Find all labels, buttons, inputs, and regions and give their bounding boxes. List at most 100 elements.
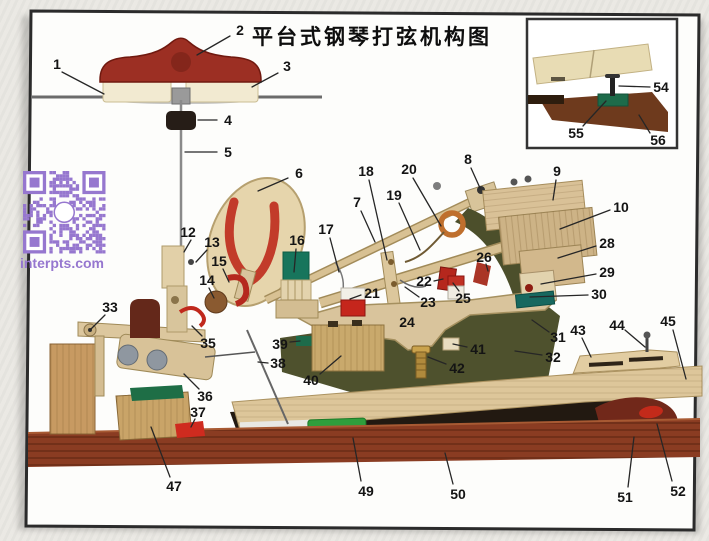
qr-module	[95, 240, 99, 244]
qr-module	[62, 223, 66, 228]
callout-20: 20	[401, 161, 417, 177]
qr-module	[92, 204, 96, 208]
qr-module	[75, 207, 80, 211]
leader-line-50	[444, 452, 454, 485]
callout-19: 19	[386, 187, 402, 203]
block-screw-1	[510, 178, 518, 186]
qr-module	[89, 213, 93, 218]
left-assembly	[49, 245, 289, 441]
qr-module	[49, 220, 53, 224]
leader-line-30	[529, 294, 589, 298]
qr-module	[65, 184, 70, 188]
qr-module	[65, 240, 70, 244]
qr-module	[79, 237, 83, 241]
qr-module	[98, 243, 103, 247]
leader-line-17	[329, 237, 340, 273]
qr-module	[85, 213, 89, 218]
qr-module	[56, 240, 60, 244]
qr-module	[102, 223, 106, 228]
leader-line-1	[61, 71, 105, 95]
qr-module	[95, 220, 99, 224]
qr-module	[82, 240, 86, 244]
qr-module	[75, 217, 80, 221]
qr-module	[69, 237, 73, 241]
callout-4: 4	[224, 112, 232, 128]
red-punching-52	[639, 405, 663, 419]
inset-key-notch	[551, 77, 565, 81]
qr-logo	[53, 201, 75, 223]
qr-module	[49, 184, 53, 188]
callout-32: 32	[545, 349, 561, 365]
spring-wire	[404, 231, 445, 263]
qr-module	[29, 213, 33, 218]
inset-pin-cap	[605, 74, 620, 78]
callout-5: 5	[224, 144, 232, 160]
qr-module	[36, 213, 40, 218]
qr-module	[92, 207, 96, 211]
callout-21: 21	[364, 285, 380, 301]
key-grain	[232, 366, 702, 430]
qr-module	[39, 217, 43, 221]
qr-module	[59, 246, 63, 251]
block-screw-2	[524, 175, 532, 183]
qr-module	[72, 187, 76, 191]
qr-module	[23, 223, 27, 228]
qr-module	[65, 177, 70, 181]
qr-module	[52, 200, 56, 204]
qr-module	[49, 190, 53, 195]
leader-line-45	[672, 329, 687, 380]
balance-pin-head	[643, 331, 651, 339]
qr-module	[72, 200, 76, 204]
callout-28: 28	[599, 235, 615, 251]
qr-module	[98, 207, 103, 211]
qr-module	[85, 246, 89, 251]
qr-module	[65, 180, 70, 185]
leader-line-19	[398, 202, 421, 251]
inset-detail-box	[525, 17, 679, 150]
qr-module	[72, 194, 76, 198]
lead-weight-1	[117, 344, 139, 366]
qr-module	[79, 240, 83, 244]
qr-module	[59, 184, 63, 188]
qr-module	[56, 190, 60, 195]
red-felt-37	[175, 421, 205, 438]
qr-module	[92, 240, 96, 244]
rail-hook	[433, 182, 441, 190]
maroon-block	[130, 299, 160, 338]
qr-module	[89, 200, 93, 204]
qr-module	[82, 217, 86, 221]
jack-pivot-top	[388, 259, 394, 265]
leader-line-10	[559, 209, 611, 230]
qr-module	[52, 171, 56, 175]
ribbed-base	[280, 279, 312, 303]
leader-line-39	[289, 340, 301, 343]
qr-module	[69, 190, 73, 195]
callout-8: 8	[464, 151, 472, 167]
qr-module	[85, 230, 89, 234]
qr-module	[42, 204, 47, 208]
qr-module	[39, 204, 43, 208]
qr-module	[72, 180, 76, 185]
qr-module	[52, 187, 56, 191]
qr-module	[85, 207, 89, 211]
qr-module	[79, 207, 83, 211]
qr-module	[98, 237, 103, 241]
qr-module	[32, 223, 37, 228]
leader-line-55	[582, 100, 607, 127]
qr-module	[92, 197, 96, 201]
qr-module	[69, 246, 73, 251]
leader-line-20	[412, 177, 442, 227]
flange-hinge	[171, 296, 179, 304]
leader-line-33	[89, 314, 106, 331]
qr-module	[49, 240, 53, 244]
leader-line-25	[452, 282, 460, 292]
leader-line-7	[360, 210, 376, 243]
inset-frame-wood	[540, 92, 668, 132]
qr-module	[69, 250, 73, 254]
leader-line-29	[540, 273, 597, 285]
qr-module	[85, 237, 89, 241]
callout-45: 45	[660, 313, 676, 329]
qr-module	[59, 174, 63, 178]
qr-module	[69, 187, 73, 191]
